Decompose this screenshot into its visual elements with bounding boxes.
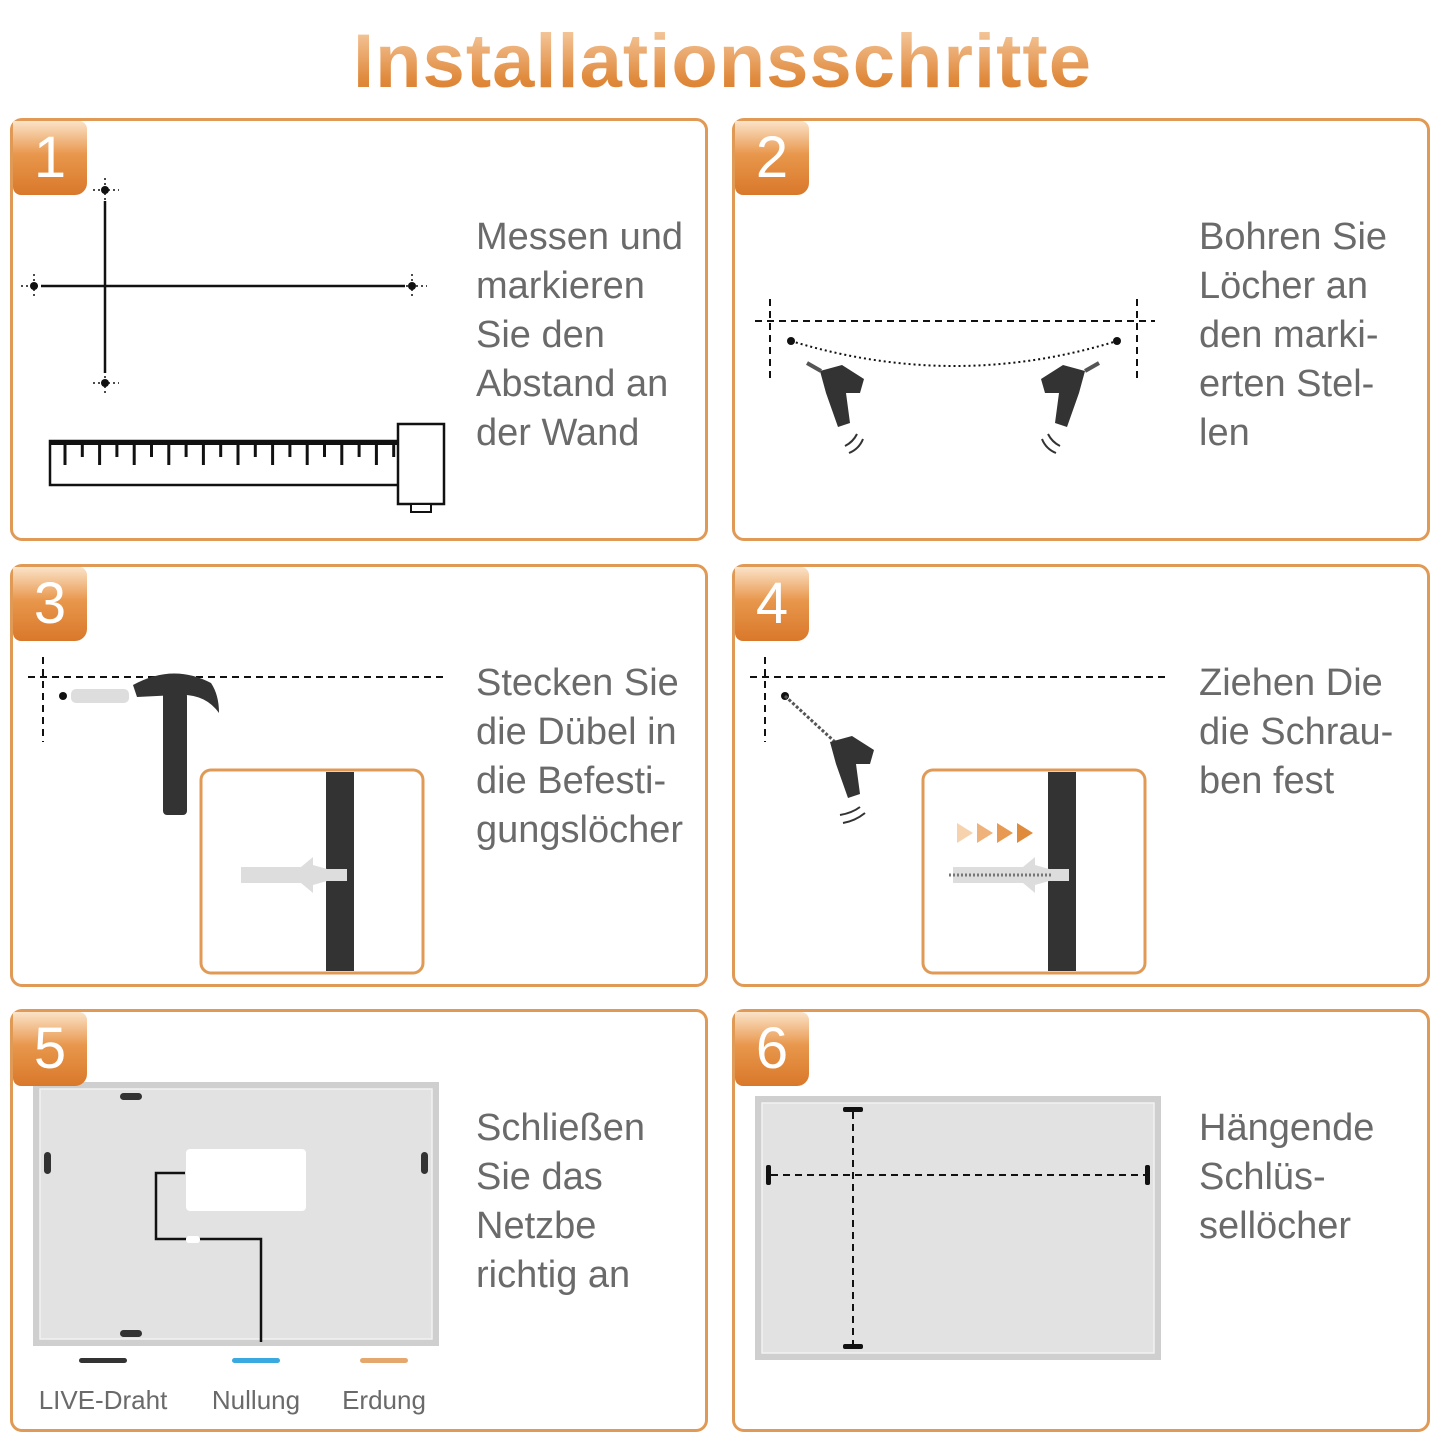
- keyhole-illustration: [755, 1096, 1161, 1360]
- step-number-badge: 3: [13, 567, 87, 641]
- step-number-badge: 6: [735, 1012, 809, 1086]
- live-wire-swatch: [79, 1358, 127, 1363]
- drill-holes-illustration: [755, 299, 1155, 454]
- step-number-badge: 1: [13, 121, 87, 195]
- step-1-panel: 1 Messen und markieren Sie den Abstand a…: [10, 118, 708, 541]
- step-6-panel: 6 Hängende Schlüs- sellöcher: [732, 1009, 1430, 1432]
- step-4-panel: 4 Ziehen Die die Schrau- ben fest: [732, 564, 1430, 987]
- step-2-panel: 2 Bohren Sie Löcher an den marki- erten …: [732, 118, 1430, 541]
- wiring-illustration: [33, 1082, 439, 1346]
- arrows-icon: [957, 823, 1033, 843]
- legend-label: Erdung: [342, 1385, 426, 1415]
- step-description: Ziehen Die die Schrau- ben fest: [1199, 662, 1394, 802]
- step-description: Schließen Sie das Netzbe richtig an: [476, 1107, 645, 1296]
- drill-icon: [830, 736, 874, 824]
- step-description: Hängende Schlüs- sellöcher: [1199, 1107, 1375, 1247]
- step-number-badge: 2: [735, 121, 809, 195]
- neutral-wire-swatch: [232, 1358, 280, 1363]
- dowel-icon: [71, 689, 129, 703]
- legend-neutral: Nullung: [196, 1358, 316, 1416]
- step-number-badge: 4: [735, 567, 809, 641]
- measure-illustration: [21, 178, 446, 513]
- tape-measure-icon: [48, 422, 446, 513]
- page-title: Installationsschritte: [0, 18, 1445, 105]
- hammer-icon: [133, 673, 219, 815]
- earth-wire-swatch: [360, 1358, 408, 1363]
- step-3-panel: 3 Stecken Sie die Dübel in die Befesti- …: [10, 564, 708, 987]
- legend-label: LIVE-Draht: [38, 1385, 168, 1415]
- legend-earth: Erdung: [326, 1358, 442, 1416]
- legend-label: Nullung: [211, 1385, 301, 1415]
- legend-live: LIVE-Draht: [30, 1358, 176, 1416]
- step-description: Stecken Sie die Dübel in die Befesti- gu…: [476, 662, 684, 851]
- insert-dowel-illustration: [28, 657, 443, 975]
- step-number-badge: 5: [13, 1012, 87, 1086]
- drill-icon: [1041, 361, 1100, 454]
- drill-icon: [806, 361, 864, 454]
- step-description: Bohren Sie Löcher an den marki- erten St…: [1199, 216, 1388, 454]
- tighten-screws-illustration: [750, 657, 1165, 975]
- step-description: Messen und markieren Sie den Abstand an …: [476, 216, 684, 454]
